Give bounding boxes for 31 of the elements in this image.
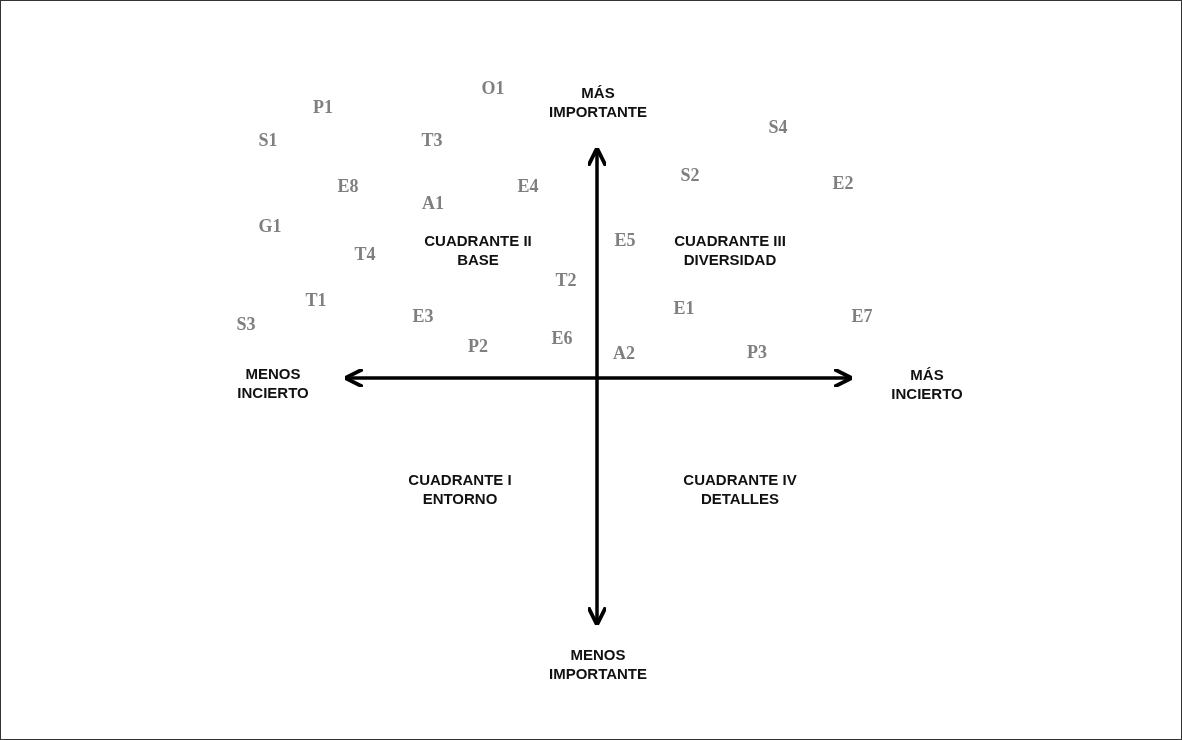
point-code-label: E1 [673,297,695,319]
point-code-label: T2 [555,269,577,291]
point-code-label: E3 [412,305,434,327]
point-code-label: E4 [517,175,539,197]
quadrant-label: CUADRANTE II BASE [423,232,533,270]
point-code-label: O1 [481,77,505,99]
point-code-label: A1 [422,192,444,214]
point-code-label: A2 [613,342,635,364]
quadrant-label: CUADRANTE IV DETALLES [682,471,798,509]
point-code-label: G1 [258,215,282,237]
point-code-label: T1 [305,289,327,311]
point-code-label: E6 [551,327,573,349]
axis-label: MENOS IMPORTANTE [547,646,649,684]
point-code-label: S1 [258,129,278,151]
quadrant-label: CUADRANTE I ENTORNO [407,471,513,509]
point-code-label: E7 [851,305,873,327]
point-code-label: P3 [747,341,767,363]
point-code-label: S4 [768,116,788,138]
axis-label: MÁS INCIERTO [890,366,964,404]
point-code-label: P1 [313,96,333,118]
point-code-label: S2 [680,164,700,186]
axis-label: MÁS IMPORTANTE [547,84,649,122]
point-code-label: E8 [337,175,359,197]
point-code-label: S3 [236,313,256,335]
point-code-label: T4 [354,243,376,265]
point-code-label: T3 [421,129,443,151]
point-code-label: E5 [614,229,636,251]
point-code-label: P2 [468,335,488,357]
point-code-label: E2 [832,172,854,194]
axis-label: MENOS INCIERTO [236,365,310,403]
quadrant-label: CUADRANTE III DIVERSIDAD [673,232,787,270]
